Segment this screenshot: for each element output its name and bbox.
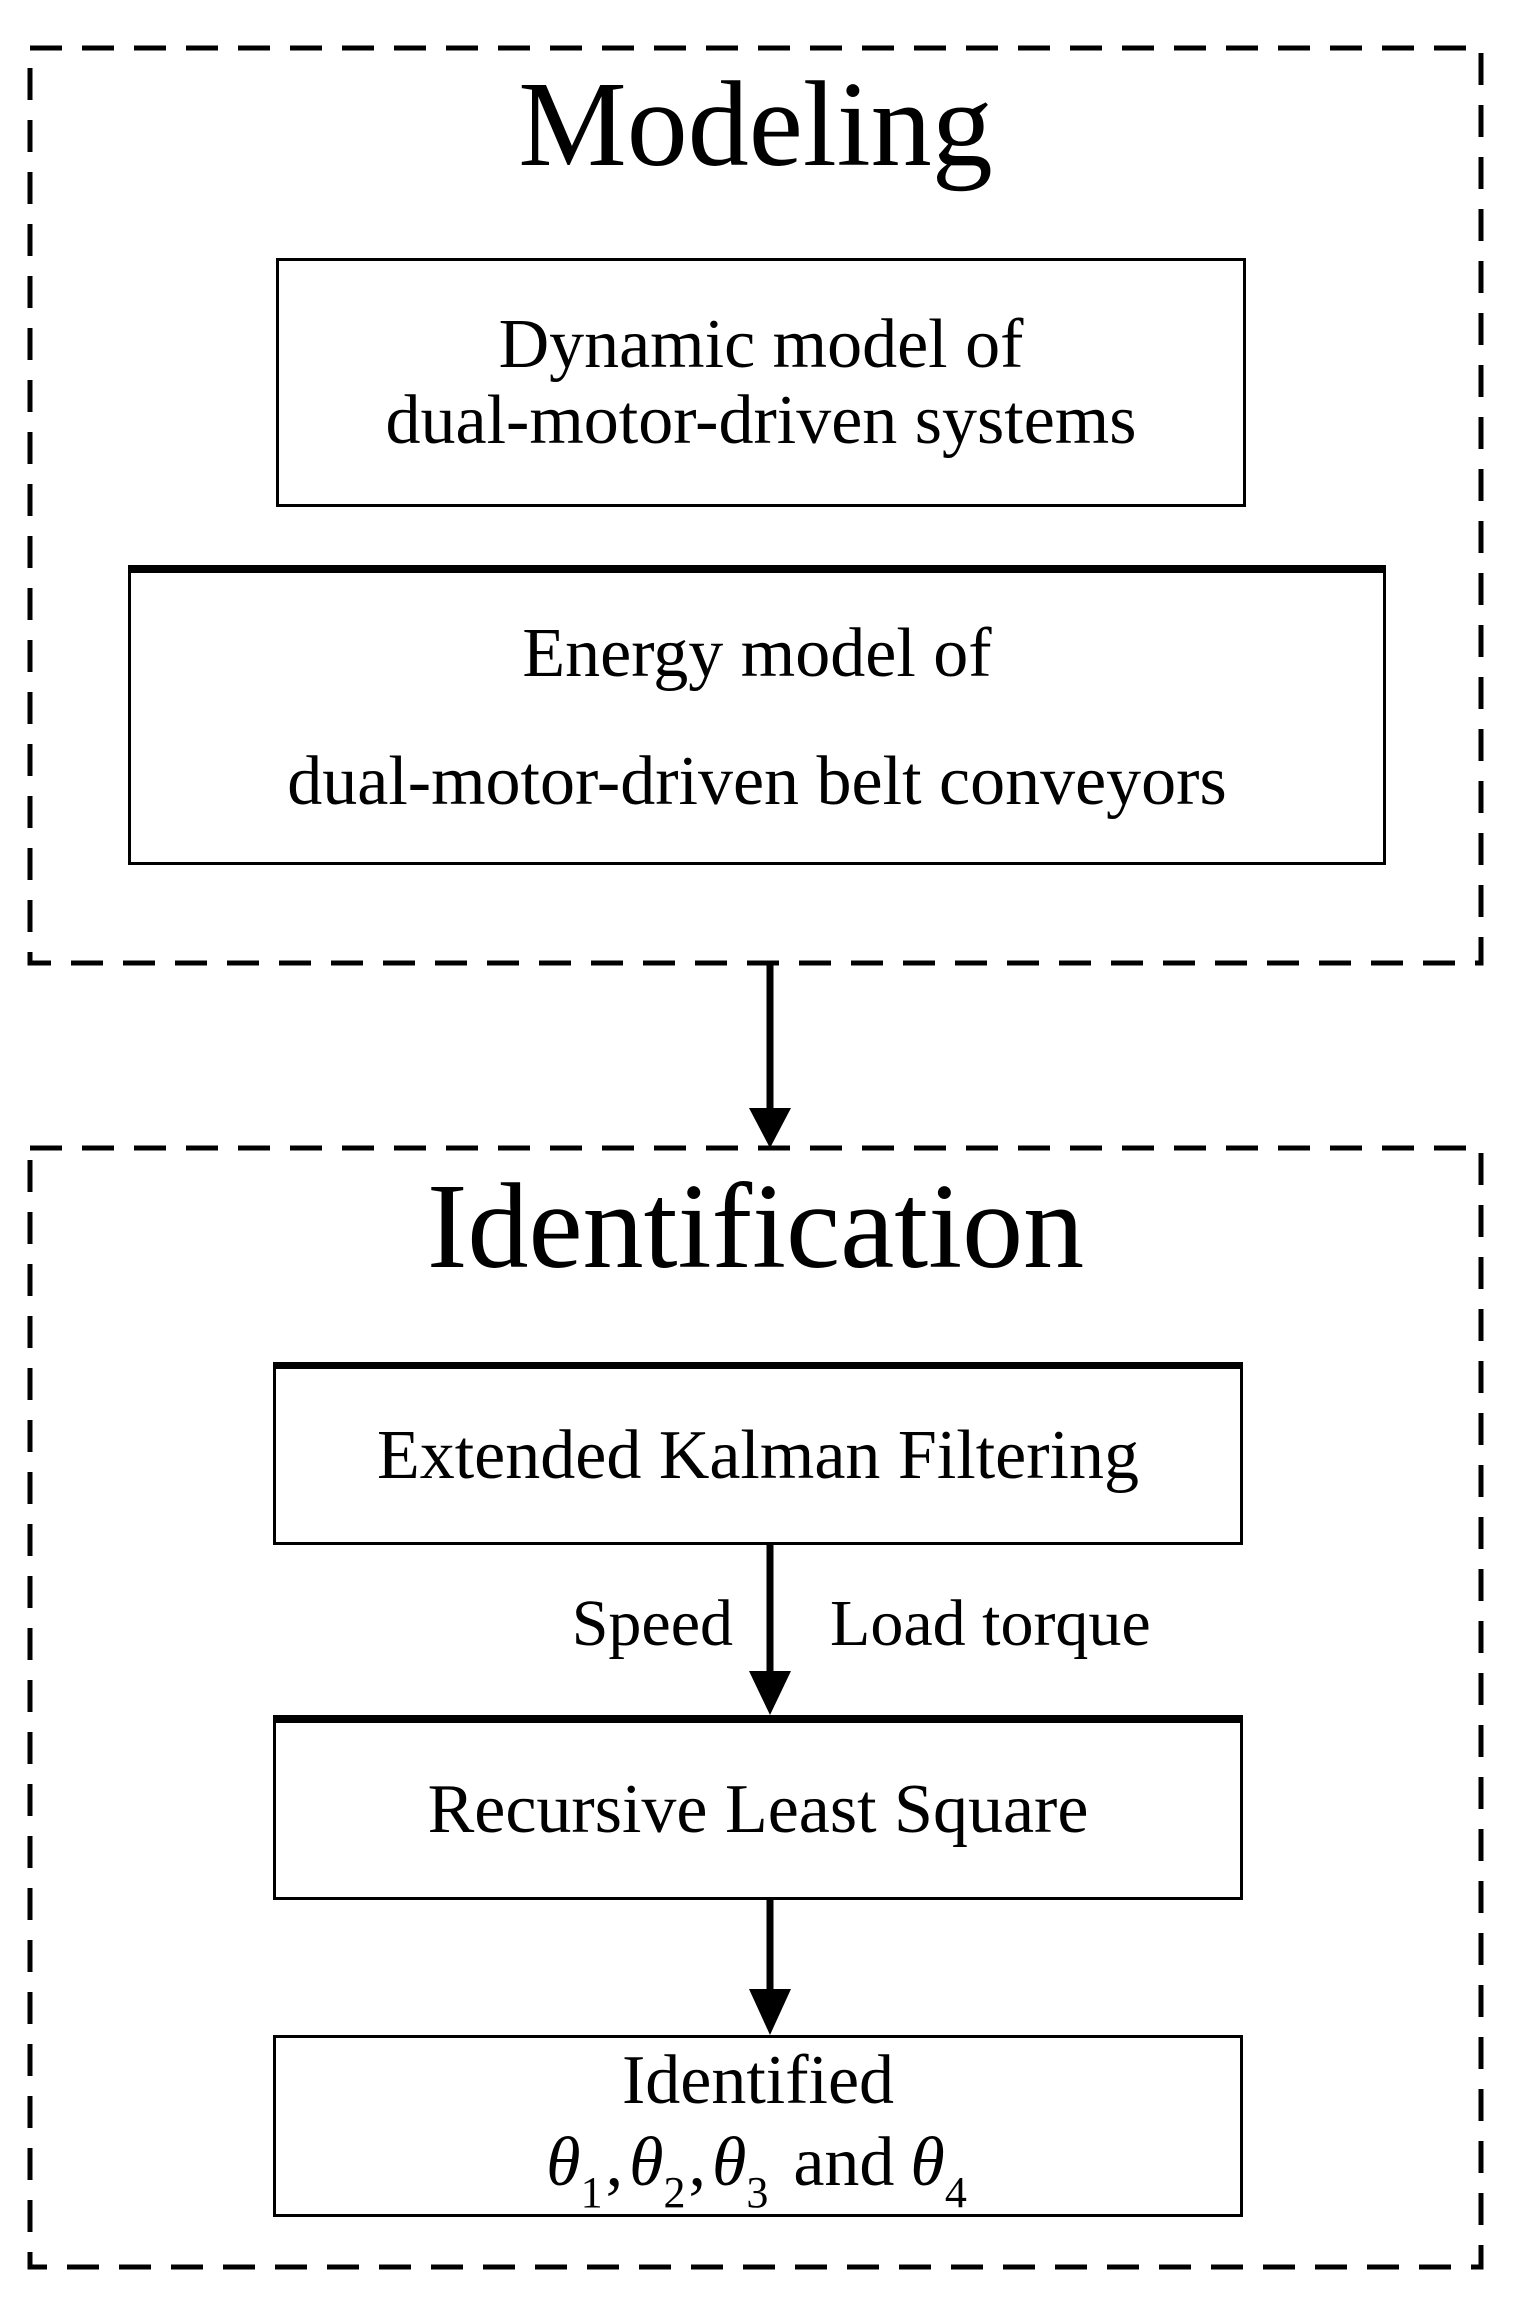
extended-kalman-filtering-box: Extended Kalman Filtering xyxy=(273,1362,1243,1545)
recursive-least-square-label: Recursive Least Square xyxy=(427,1771,1089,1848)
comma-1: , xyxy=(605,2124,624,2201)
flow-arrow-ekf-to-rls xyxy=(749,1543,791,1715)
energy-model-line2: dual-motor-driven belt conveyors xyxy=(287,742,1227,820)
dynamic-model-line1: Dynamic model of xyxy=(498,305,1024,383)
extended-kalman-filtering-label: Extended Kalman Filtering xyxy=(376,1416,1140,1494)
identification-section-border xyxy=(27,1145,1484,2270)
theta-1-subscript: 1 xyxy=(580,2168,603,2217)
and-text: and xyxy=(793,2124,895,2201)
comma-2: , xyxy=(688,2124,706,2201)
theta-2-subscript: 2 xyxy=(663,2168,686,2217)
energy-model-line1: Energy model of xyxy=(522,614,992,692)
dynamic-model-line2: dual-motor-driven systems xyxy=(385,381,1137,459)
speed-label: Speed xyxy=(571,1587,733,1660)
theta-4-subscript: 4 xyxy=(944,2168,967,2217)
dynamic-model-box: Dynamic model of dual-motor-driven syste… xyxy=(276,258,1246,507)
theta-3-subscript: 3 xyxy=(746,2168,769,2217)
recursive-least-square-box: Recursive Least Square xyxy=(273,1715,1243,1900)
identification-section-title: Identification xyxy=(426,1159,1085,1294)
load-torque-label: Load torque xyxy=(830,1587,1151,1660)
energy-model-box: Energy model of dual-motor-driven belt c… xyxy=(128,565,1386,865)
flow-arrow-modeling-to-identification xyxy=(749,963,791,1148)
theta-2-symbol: θ xyxy=(629,2124,664,2201)
theta-3-symbol: θ xyxy=(711,2124,747,2201)
theta-1-symbol: θ xyxy=(546,2124,581,2201)
modeling-section-border xyxy=(27,45,1484,966)
identified-label: Identified xyxy=(621,2042,895,2119)
theta-4-symbol: θ xyxy=(910,2124,945,2201)
modeling-section-title: Modeling xyxy=(518,57,993,192)
flow-arrow-rls-to-identified xyxy=(749,1900,791,2035)
